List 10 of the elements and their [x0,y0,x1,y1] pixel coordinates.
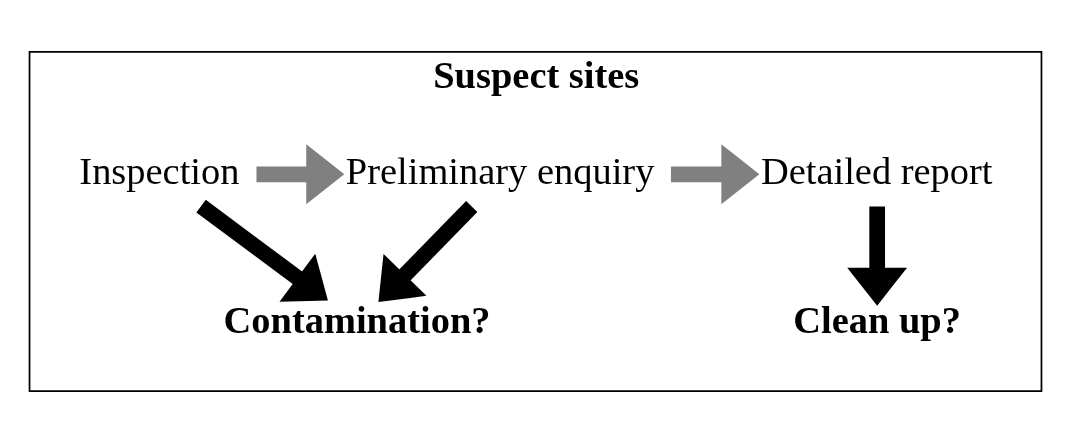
arrow [378,200,478,302]
node-text: Detailed report [760,149,993,192]
node-text: Inspection [79,149,240,192]
arrow [847,205,908,306]
arrow [670,143,760,204]
arrow [196,199,328,302]
arrow [256,143,345,204]
node-text: Contamination? [223,298,491,341]
node-text: Clean up? [793,298,961,341]
node-text: Preliminary enquiry [345,149,655,192]
